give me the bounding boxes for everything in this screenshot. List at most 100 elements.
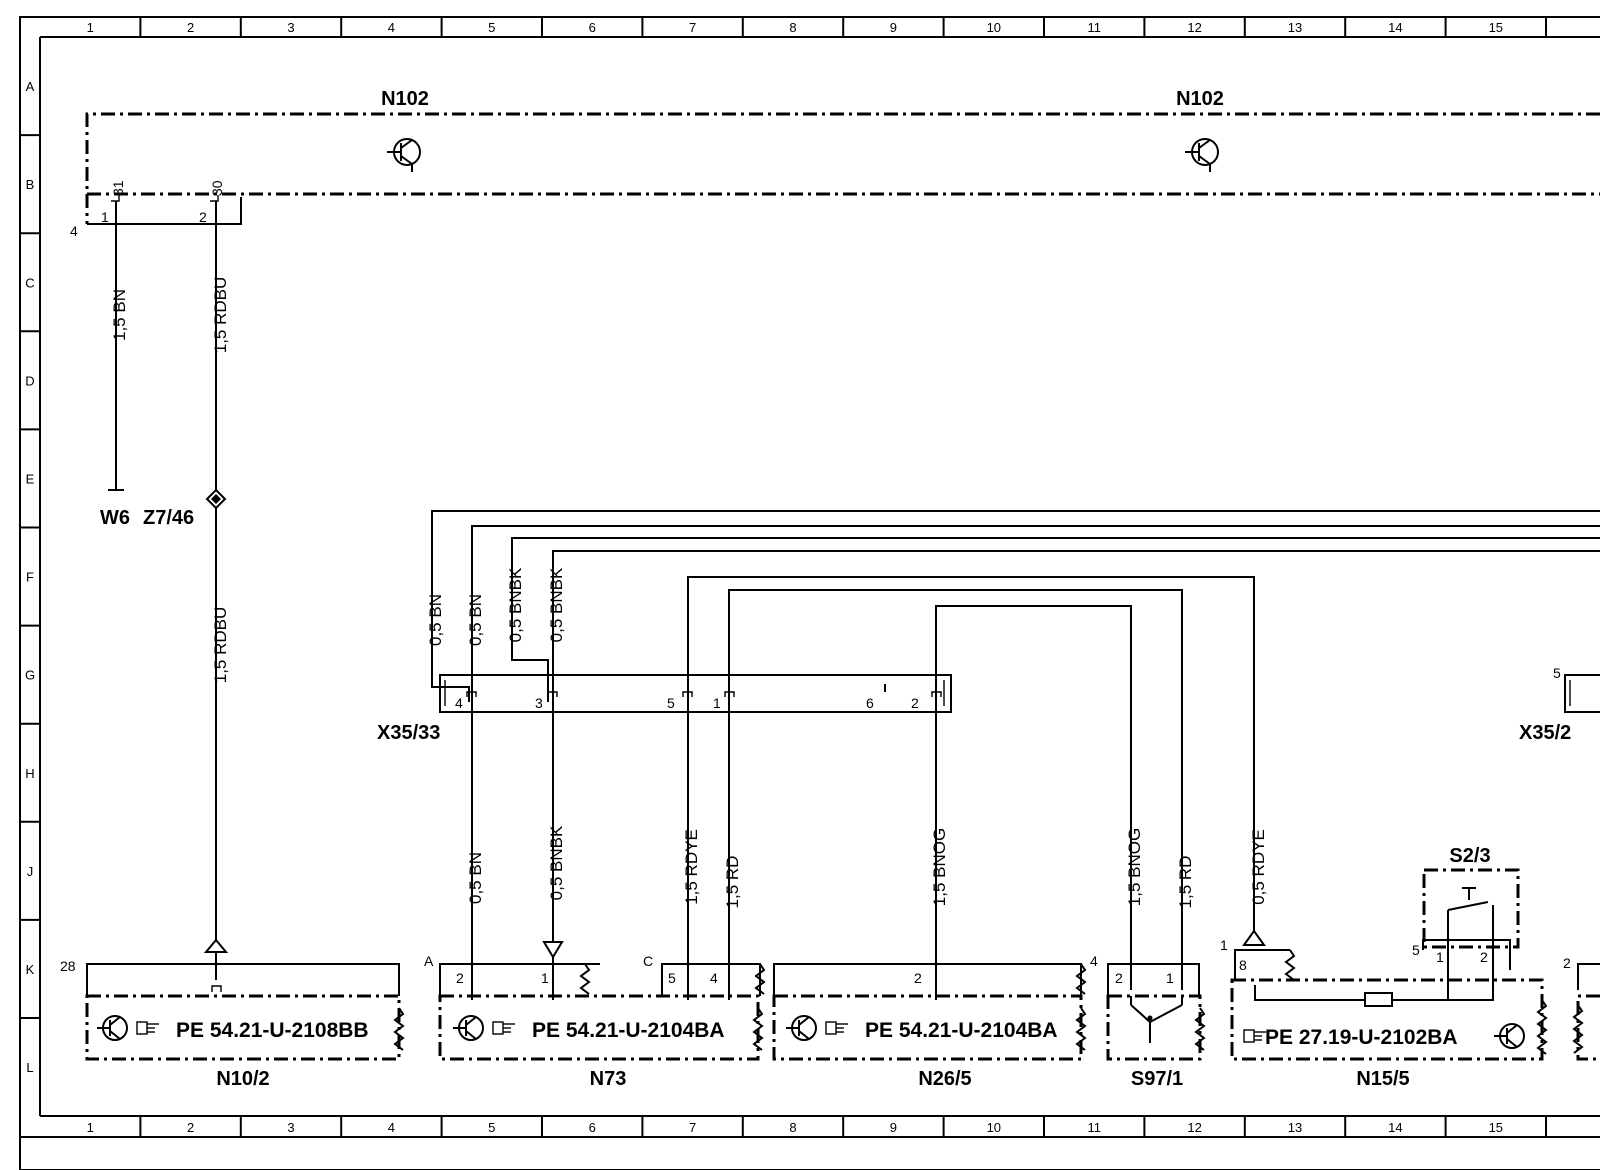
pin-number: 2: [1480, 949, 1488, 965]
grid-column-label: 9: [890, 1120, 897, 1135]
break-mark: [393, 1007, 405, 1051]
grid-column-label: 4: [388, 1120, 395, 1135]
break-mark: [1284, 949, 1296, 981]
grid-column-label: 14: [1388, 20, 1402, 35]
wire-label: 0,5 BN: [466, 852, 485, 904]
grid-column-label: 8: [789, 20, 796, 35]
n102-label-right: N102: [1176, 88, 1224, 110]
grid-row-label: L: [26, 1060, 33, 1075]
grid-column-label: 5: [488, 1120, 495, 1135]
wire-label: 1,5 BNOG: [930, 828, 949, 906]
wire-label: 0,5 BN: [466, 594, 485, 646]
grid-column-label: 13: [1288, 1120, 1302, 1135]
module-label: S97/1: [1131, 1068, 1183, 1090]
electronic-module-icon: [1185, 138, 1219, 172]
pe-reference: PE 54.21-U-2104BA: [865, 1019, 1058, 1042]
break-mark: [1075, 1007, 1087, 1051]
wire-label: 1,5 BNOG: [1125, 828, 1144, 906]
wire-label: 0,5 BNBK: [506, 567, 525, 642]
supply-wire: 1,5 RDBU Z7/46 1,5 RDBU: [143, 195, 230, 980]
pin-number: 1: [1436, 949, 1444, 965]
splice-label: Z7/46: [143, 507, 194, 529]
electronic-module-icon: [1494, 1023, 1525, 1049]
pe-reference: PE 54.21-U-2108BB: [176, 1019, 369, 1042]
switch-icon: [1130, 996, 1183, 1043]
wire-label: 0,5 RDYE: [1249, 829, 1268, 905]
x35-33-connector: X35/33 4 3 5 1 6 2: [377, 674, 952, 744]
grid-column-label: 12: [1187, 20, 1201, 35]
grid-row-label: A: [26, 79, 35, 94]
connector-label: X35/2: [1519, 722, 1571, 744]
pin-number: 4: [710, 970, 718, 986]
connector-number: 4: [70, 223, 78, 239]
grid-row-label: D: [25, 373, 34, 388]
pin-number: 2: [1115, 970, 1123, 986]
wire-label: 1,5 RDYE: [682, 829, 701, 905]
grid-column-label: 12: [1187, 1120, 1201, 1135]
break-mark: [752, 1007, 764, 1051]
pin-number: 8: [1239, 957, 1247, 973]
pe-reference: PE 54.21-U-2104BA: [532, 1019, 725, 1042]
break-mark: [579, 963, 591, 995]
pin-number: 1: [713, 695, 721, 711]
connector-number: 4: [1090, 953, 1098, 969]
electronic-module-icon: [786, 1015, 817, 1041]
grid-row-label: C: [25, 275, 34, 290]
grid-column-label: 9: [890, 20, 897, 35]
wire-label: 0,5 BNBK: [547, 825, 566, 900]
ground-wire: 1,5 BN W6: [100, 195, 130, 529]
break-mark: [1536, 999, 1548, 1055]
grid-column-label: 4: [388, 20, 395, 35]
connector-label: X35/33: [377, 722, 440, 744]
partial-module-right: 2: [1563, 955, 1600, 1061]
grid-column-label: 5: [488, 20, 495, 35]
electronic-module-icon: [453, 1015, 484, 1041]
grid-column-label: 11: [1087, 20, 1101, 35]
grid-column-label: 14: [1388, 1120, 1402, 1135]
wire-label: 1,5 RDBU: [211, 277, 230, 354]
terminal-number: 30: [209, 180, 225, 196]
break-mark: [754, 963, 766, 995]
grid-column-label: 13: [1288, 20, 1302, 35]
s97-1-switch: 4 2 1 S97/1: [1090, 953, 1202, 1090]
wire-label: 1,5 RDBU: [211, 607, 230, 684]
n102-module: N102 N102 4 1 31 2 30: [70, 88, 1600, 239]
wire-label: 1,5 RD: [1176, 856, 1195, 909]
grid-column-label: 6: [589, 1120, 596, 1135]
grid-column-label: 15: [1489, 1120, 1503, 1135]
bus-wires: 0,5 BN 0,5 BN 0,5 BNBK 0,5 BNBK: [426, 510, 1600, 1000]
pin-number: 6: [866, 695, 874, 711]
module-label: N26/5: [918, 1068, 971, 1090]
resistor-icon: [1364, 992, 1393, 1007]
pin-number: 1: [541, 970, 549, 986]
module-label: N15/5: [1356, 1068, 1409, 1090]
terminal-number: 31: [110, 180, 126, 196]
grid-column-label: 3: [287, 20, 294, 35]
pointing-hand-icon: [825, 1021, 848, 1035]
grid-row-label: H: [25, 766, 34, 781]
grid-reference: 1122334455667788991010111112121313141415…: [20, 17, 1547, 1137]
grid-column-label: 2: [187, 20, 194, 35]
connector-label: A: [424, 953, 434, 969]
grid-column-label: 7: [689, 20, 696, 35]
switch-label: S2/3: [1449, 845, 1490, 867]
x35-2-connector: 5 X35/2: [1519, 665, 1600, 744]
pin-number: 5: [667, 695, 675, 711]
grid-column-label: 8: [789, 1120, 796, 1135]
n102-label-left: N102: [381, 88, 429, 110]
wire-label: 0,5 BNBK: [547, 567, 566, 642]
signal-wires: 1,5 RDYE 1,5 RD 1,5 BNOG 1,5 BNOG 1,5 RD…: [466, 576, 1268, 1000]
pin-number: 2: [911, 695, 919, 711]
pin-number: 1: [1166, 970, 1174, 986]
break-mark: [1194, 1007, 1206, 1051]
connector-number: 2: [1563, 955, 1571, 971]
grid-column-label: 15: [1489, 20, 1503, 35]
grid-column-label: 6: [589, 20, 596, 35]
grid-row-label: K: [26, 962, 35, 977]
pin-number: 5: [668, 970, 676, 986]
module-label: N73: [590, 1068, 627, 1090]
grid-row-label: G: [25, 668, 35, 683]
pe-reference: PE 27.19-U-2102BA: [1265, 1026, 1458, 1049]
n26-5-module: 2 PE 54.21-U-2104BA N26/5: [772, 963, 1083, 1090]
